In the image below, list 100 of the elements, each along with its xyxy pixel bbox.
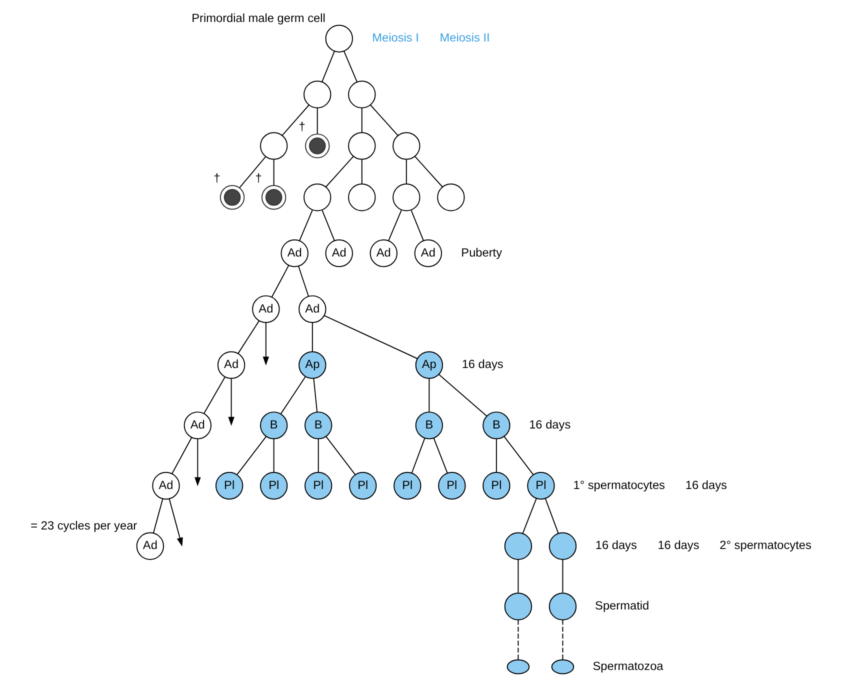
node-circle — [504, 532, 532, 560]
connector — [388, 210, 402, 242]
connector — [273, 158, 274, 186]
node-label: † — [298, 120, 306, 134]
node-ellipse — [506, 659, 530, 674]
connector — [326, 436, 356, 476]
node-circle: B — [260, 412, 288, 440]
node-circle: Ad — [298, 295, 326, 324]
arrow — [168, 498, 183, 546]
node-label: = 23 cycles per year — [30, 518, 138, 532]
node-circle: Pl — [438, 472, 466, 500]
connector — [299, 210, 313, 242]
connector — [410, 210, 424, 242]
node-circle: Ap — [298, 351, 326, 379]
node-circle — [261, 185, 286, 210]
node-circle: Pl — [304, 472, 332, 500]
node-circle — [348, 80, 376, 108]
node-circle: B — [415, 412, 444, 440]
label: 16 days — [529, 417, 571, 432]
connector — [522, 498, 537, 534]
connector — [172, 436, 192, 474]
connector — [239, 156, 266, 188]
connector — [324, 315, 418, 360]
connector — [518, 559, 519, 594]
label: 2° spermatocytes — [720, 538, 812, 552]
node-ellipse — [551, 659, 574, 674]
connector — [282, 104, 310, 136]
connector — [322, 50, 335, 82]
connector — [411, 438, 426, 474]
node-circle — [325, 24, 353, 52]
node-circle: Ad — [217, 351, 246, 379]
connector — [298, 266, 309, 297]
node-circle: Ad — [152, 472, 180, 500]
node-circle: Ad — [325, 239, 353, 268]
node-circle: Ad — [184, 412, 212, 440]
node-circle: Ad — [414, 239, 442, 268]
node-circle — [392, 184, 420, 212]
node-circle — [260, 132, 288, 160]
connector — [280, 376, 306, 414]
node-circle: Ad — [370, 239, 398, 268]
connector — [433, 438, 448, 474]
node-circle: Pl — [349, 472, 377, 500]
label: Meiosis I — [372, 30, 419, 45]
node-label: Primordial male germ cell — [192, 10, 326, 25]
node-label: † — [255, 171, 262, 186]
arrow — [194, 438, 201, 486]
connector — [318, 438, 319, 473]
connector — [271, 264, 290, 298]
label: Meiosis II — [440, 30, 490, 45]
node-circle: Pl — [482, 472, 510, 500]
node-circle: Ad — [252, 295, 280, 324]
connector — [322, 210, 335, 242]
connector — [504, 436, 534, 476]
node-circle — [504, 592, 532, 620]
node-circle: B — [304, 412, 332, 440]
connector — [325, 156, 354, 188]
node-circle — [548, 532, 577, 560]
connector — [562, 559, 564, 594]
connector — [273, 438, 274, 473]
connector — [406, 158, 407, 184]
connector — [414, 156, 443, 188]
connector — [370, 104, 398, 136]
node-circle — [305, 134, 330, 158]
node-circle: B — [482, 412, 510, 440]
node-circle: Pl — [394, 472, 422, 500]
connector — [518, 619, 519, 660]
connector — [312, 322, 313, 352]
connector — [361, 158, 362, 184]
node-circle — [548, 592, 577, 620]
node-circle — [304, 80, 332, 108]
node-circle — [348, 132, 376, 160]
connector — [544, 498, 559, 534]
label: 16 days — [658, 538, 700, 552]
label: Spermatozoa — [592, 658, 664, 673]
node-circle — [220, 185, 245, 210]
connector — [152, 498, 164, 534]
connector — [236, 436, 267, 476]
connector — [313, 378, 318, 413]
label: Spermatid — [595, 598, 650, 613]
node-circle: Ap — [415, 351, 444, 379]
connector — [496, 438, 497, 473]
node-circle — [304, 184, 332, 212]
connector — [344, 50, 358, 82]
label: Puberty — [461, 245, 502, 260]
label: 16 days — [595, 538, 637, 552]
connector — [238, 320, 260, 354]
connector — [438, 374, 488, 417]
node-circle: Ad — [280, 239, 308, 268]
connector — [562, 619, 564, 660]
label: 16 days — [685, 478, 727, 492]
arrow — [228, 378, 234, 426]
node-label: † — [214, 171, 220, 186]
node-circle: Pl — [527, 472, 555, 500]
connector — [203, 376, 226, 414]
node-circle — [348, 184, 376, 212]
connector — [428, 378, 430, 412]
connector — [361, 107, 362, 133]
node-circle: Pl — [260, 472, 288, 500]
arrow — [262, 322, 270, 366]
connector — [316, 107, 318, 134]
